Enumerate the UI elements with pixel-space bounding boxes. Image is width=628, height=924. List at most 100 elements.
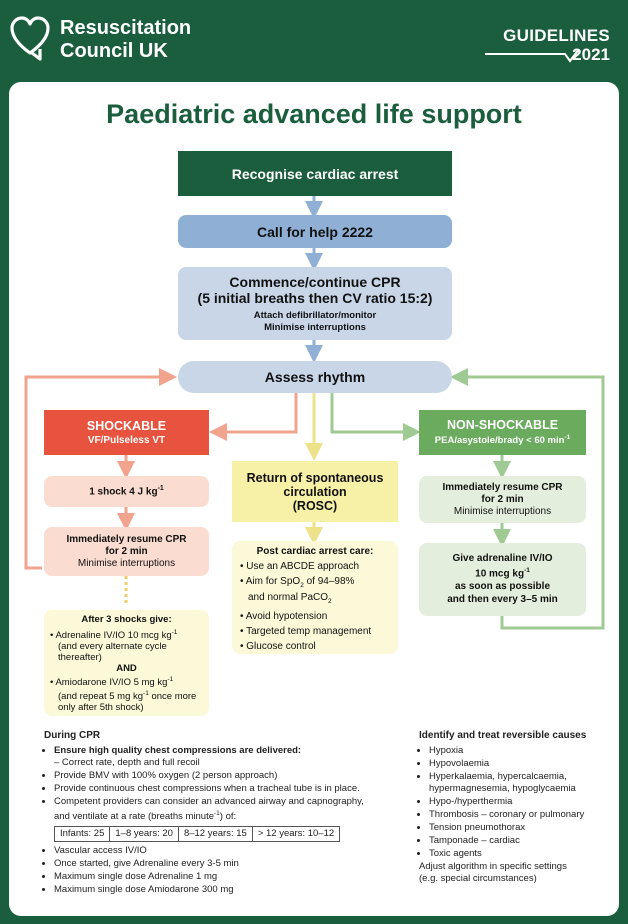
during-cpr-list: Ensure high quality chest compressions a… [44,745,384,823]
rosc-title-3: (ROSC) [292,498,338,513]
after-item-2-sup: -1 [167,676,174,684]
vent-cell-8-12: 8–12 years: 15 [177,826,253,843]
post-arrest-care-box: Post cardiac arrest care: • Use an ABCDE… [232,541,398,654]
after-item-1-sup: -1 [171,629,178,636]
org-line-1: Resuscitation [60,17,192,39]
reversible-item: Hyperkalaemia, hypercalcaemia, hypermagn… [429,771,609,795]
spo2-sub: 2 [300,582,304,589]
during-item-1: Ensure high quality chest compressions a… [54,745,302,756]
cpr-title-1: Commence/continue CPR [229,273,401,290]
guidelines-year: 2021 [572,45,610,64]
loop-nonshockable [450,368,605,630]
adrenaline-line-2: 10 mcg kg-1 [475,565,530,581]
cpr-sub-2: Minimise interruptions [264,321,366,333]
during-item-4b: and ventilate at a rate (breaths minute [54,811,215,823]
nonshockable-box: NON-SHOCKABLE PEA/asystole/brady < 60 mi… [419,410,586,455]
page-title: Paediatric advanced life support [106,99,522,129]
after-item-2-note-1: (and repeat 5 mg kg [58,691,144,703]
reversible-footer-1: Adjust algorithm in specific settings [419,861,567,872]
cpr-box: Commence/continue CPR (5 initial breaths… [178,267,452,340]
ventilation-row: Infants: 25 1–8 years: 20 8–12 years: 15… [53,826,341,843]
vent-cell-1-8: 1–8 years: 20 [109,826,179,843]
after-item-2-text: Amiodarone IV/IO 5 mg kg [55,677,168,689]
after-item-2-note-2: once more only after 5th shock) [58,691,197,714]
nonshockable-resume-box: Immediately resume CPR for 2 min Minimis… [419,476,586,523]
loop-shockable [24,368,177,570]
paco2-sub: 2 [328,598,332,605]
reversible-item: Toxic agents [429,848,609,860]
shock-dose-sup: -1 [157,485,164,493]
shockable-resume-box: Immediately resume CPR for 2 min Minimis… [44,527,209,576]
shockable-resume-title-2: for 2 min [105,545,148,557]
after-and: AND [116,663,137,675]
organisation-name: Resuscitation Council UK [60,17,191,63]
spo2-rest: of 94–98% [303,576,355,587]
during-cpr-item: Once started, give Adrenaline every 3-5 … [54,858,384,870]
after-three-shocks-box: After 3 shocks give: • Adrenaline IV/IO … [44,610,209,716]
reversible-item: Hypovolaemia [429,758,609,770]
adrenaline-line-3: as soon as possible [454,581,551,593]
paco2-line: and normal PaCO2 [240,592,332,608]
reversible-list: Hypoxia Hypovolaemia Hyperkalaemia, hype… [419,745,609,860]
nonshockable-subtitle-sup: -1 [564,434,571,442]
after-item-1-text: Adrenaline IV/IO 10 mcg kg [55,630,172,642]
guidelines-year-row: 2021 [485,46,610,64]
header: Resuscitation Council UK GUIDELINES 2021 [0,0,628,82]
care-item-1: • Use an ABCDE approach [240,561,360,572]
reversible-item: Tension pneumothorax [429,822,609,834]
rosc-title-2: circulation [283,484,347,499]
org-line-2: Council UK [60,40,168,62]
reversible-causes-section: Identify and treat reversible causes Hyp… [419,730,609,885]
during-item-1-sub: – Correct rate, depth and full recoil [54,757,200,768]
during-item-4c: ) of: [219,811,237,823]
arrow-assess-shockable [209,393,298,441]
shock-dose-line: 1 shock 4 J kg-1 [89,485,164,497]
guidelines-badge: GUIDELINES 2021 [485,26,610,64]
adrenaline-line-4: and then every 3–5 min [447,593,558,605]
reversible-footer-2: (e.g. special circumstances) [419,873,537,884]
shockable-box: SHOCKABLE VF/Pulseless VT [44,410,209,455]
assess-rhythm-box: Assess rhythm [178,361,452,393]
care-item-5-text: Glucose control [246,641,316,652]
adrenaline-line-1: Give adrenaline IV/IO [452,552,553,564]
nonshockable-subtitle: PEA/asystole/brady < 60 min [434,435,565,447]
shockable-resume-title: Immediately resume CPR [66,533,187,545]
care-item-2-text: Aim for SpO [245,576,301,587]
during-item-4a: Competent providers can consider an adva… [54,796,364,807]
nonshockable-resume-title: Immediately resume CPR [442,481,563,493]
shock-dose-label: 1 shock 4 J kg [89,486,158,498]
shockable-title: SHOCKABLE [86,419,167,433]
give-adrenaline-box: Give adrenaline IV/IO 10 mcg kg-1 as soo… [419,543,586,616]
recognise-cardiac-arrest-box: Recognise cardiac arrest [178,151,452,196]
check-underline-icon [485,49,581,63]
during-cpr-item: Provide continuous chest compressions wh… [54,783,384,795]
reversible-item: Hypoxia [429,745,609,757]
nonshockable-resume-sub: Minimise interruptions [453,505,552,517]
vent-cell-12-plus: > 12 years: 10–12 [251,826,341,843]
after-item-1: • Adrenaline IV/IO 10 mcg kg-1 [50,629,178,642]
care-item-4: • Targeted temp management [240,626,372,637]
care-item-3: • Avoid hypotension [240,611,328,622]
shock-dose-box: 1 shock 4 J kg-1 [44,476,209,507]
reversible-item: Tamponade – cardiac [429,835,609,847]
care-item-2: • Aim for SpO2 of 94–98% [240,576,355,589]
nonshockable-title: NON-SHOCKABLE [446,418,559,433]
recognise-label: Recognise cardiac arrest [231,165,399,182]
reversible-item: Hypo-/hyperthermia [429,796,609,808]
after-item-2-note: (and repeat 5 mg kg-1 once more only aft… [50,688,203,713]
ventilation-rate-table: Infants: 25 1–8 years: 20 8–12 years: 15… [53,826,341,843]
guidelines-label: GUIDELINES [503,26,610,45]
post-arrest-care-title: Post cardiac arrest care: [256,546,374,557]
during-cpr-item: Vascular access IV/IO [54,845,384,857]
nonshockable-resume-title-2: for 2 min [481,493,524,505]
during-item-4-sup: -1 [214,810,220,817]
during-cpr-item: Provide BMV with 100% oxygen (2 person a… [54,770,384,782]
reversible-item: Thrombosis – coronary or pulmonary [429,809,609,821]
adrenaline-dose-sup: -1 [524,567,530,575]
rosc-title-1: Return of spontaneous [246,470,384,485]
after-item-2-note-sup: -1 [143,690,149,698]
care-item-4-text: Targeted temp management [246,626,372,637]
adrenaline-dose: 10 mcg kg [475,568,525,580]
reversible-heading: Identify and treat reversible causes [419,730,587,741]
call-label: Call for help 2222 [257,223,373,240]
